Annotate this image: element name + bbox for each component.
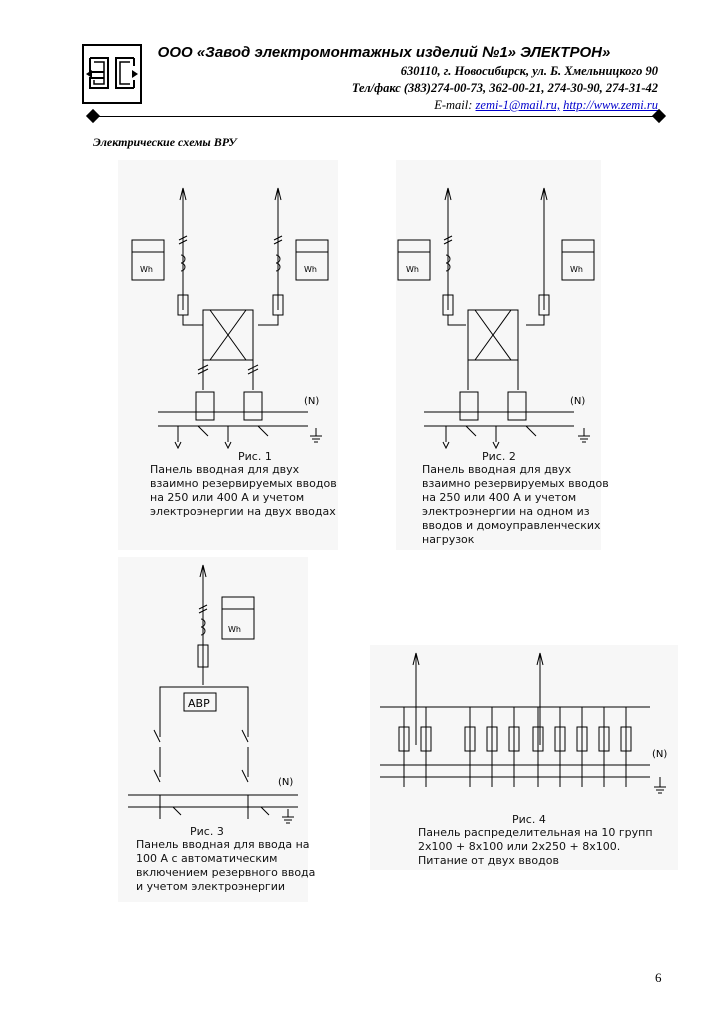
website-link[interactable]: http://www.zemi.ru xyxy=(563,98,658,112)
meter-label-left: Wh xyxy=(406,265,419,274)
schematic-fig2: Wh Wh (N) xyxy=(397,187,595,450)
figure-2-caption: Панель вводная для двух взаимно резервир… xyxy=(422,463,609,546)
schematic-fig1: Wh Wh (N) xyxy=(131,187,329,450)
figure-3: Wh АВР (N) Рис. 3 Панель вводная для вво… xyxy=(118,557,315,902)
divider-diamond-left xyxy=(85,108,101,124)
figure-2: Wh Wh (N) Рис. 2 Панель вводная для двух… xyxy=(396,160,609,550)
figure-4-title: Рис. 4 xyxy=(512,813,546,826)
email-label: E-mail: xyxy=(434,98,473,112)
figure-4: (N) Рис. 4 Панель распределительная на 1… xyxy=(370,645,678,870)
page-number: 6 xyxy=(655,970,662,985)
neutral-label: (N) xyxy=(570,396,585,407)
meter-label-left: Wh xyxy=(140,265,153,274)
email-link[interactable]: zemi-1@mail.ru, xyxy=(475,98,560,112)
company-contacts: E-mail: zemi-1@mail.ru, http://www.zemi.… xyxy=(434,98,658,113)
schematic-fig4: (N) xyxy=(380,652,667,794)
figure-1-title: Рис. 1 xyxy=(238,450,272,463)
neutral-label: (N) xyxy=(278,777,293,788)
company-name: ООО «Завод электромонтажных изделий №1» … xyxy=(157,44,611,61)
meter-label-right: Wh xyxy=(570,265,583,274)
header-divider xyxy=(95,116,657,117)
neutral-label: (N) xyxy=(652,749,667,760)
avr-label: АВР xyxy=(188,697,210,710)
figure-3-caption: Панель вводная для ввода на 100 А с авто… xyxy=(136,838,316,893)
meter-label: Wh xyxy=(228,625,241,634)
neutral-label: (N) xyxy=(304,396,319,407)
figure-2-title: Рис. 2 xyxy=(482,450,516,463)
figure-1-caption: Панель вводная для двух взаимно резервир… xyxy=(150,463,337,518)
company-address: 630110, г. Новосибирск, ул. Б. Хмельницк… xyxy=(400,64,658,78)
figure-4-caption: Панель распределительная на 10 групп 2х1… xyxy=(418,826,653,867)
figure-1: Wh Wh (N) Рис. 1 Панель вводная для двух… xyxy=(118,160,338,550)
company-phone: Тел/факс (383)274-00-73, 362-00-21, 274-… xyxy=(351,81,658,95)
company-logo xyxy=(82,44,142,104)
figure-3-title: Рис. 3 xyxy=(190,825,224,838)
meter-label-right: Wh xyxy=(304,265,317,274)
section-title: Электрические схемы ВРУ xyxy=(93,135,237,149)
schematic-fig3: Wh АВР (N) xyxy=(128,564,298,824)
